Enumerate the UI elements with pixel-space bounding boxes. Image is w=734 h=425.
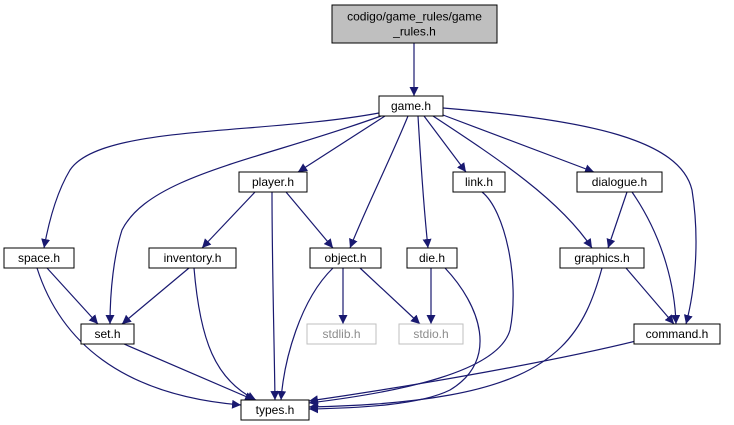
- edge-game-to-command: [442, 107, 697, 325]
- node-label: space.h: [18, 251, 60, 265]
- edge-game-to-player: [297, 115, 386, 173]
- node-label: _rules.h: [392, 25, 436, 39]
- edge-inventory-to-types: [193, 267, 257, 401]
- node-box: [559, 247, 645, 269]
- node-label: command.h: [646, 327, 709, 341]
- node-label: inventory.h: [164, 251, 222, 265]
- node-command[interactable]: command.h: [633, 323, 721, 345]
- edge-dialogue-to-command: [631, 191, 681, 325]
- node-box: [576, 171, 663, 193]
- node-types[interactable]: types.h: [240, 399, 310, 421]
- node-label: die.h: [419, 251, 445, 265]
- node-space[interactable]: space.h: [3, 247, 75, 269]
- node-box: [240, 399, 310, 421]
- node-box: [633, 323, 721, 345]
- edge-command-to-types: [308, 339, 641, 405]
- node-box: [3, 247, 75, 269]
- edge-game-to-die: [417, 115, 432, 249]
- node-label: dialogue.h: [592, 175, 647, 189]
- node-player[interactable]: player.h: [238, 171, 308, 193]
- edge-game-to-space: [41, 112, 380, 249]
- edge-object-to-stdio: [359, 267, 421, 325]
- edge-object-to-types: [277, 267, 334, 401]
- edge-die-to-types: [308, 267, 481, 414]
- node-set[interactable]: set.h: [80, 323, 135, 345]
- edge-player-to-types: [270, 191, 280, 401]
- node-box: [331, 4, 498, 44]
- node-label: link.h: [465, 175, 493, 189]
- edge-game-to-link: [423, 115, 467, 173]
- edge-space-to-set: [46, 267, 99, 325]
- node-game[interactable]: game.h: [378, 95, 444, 117]
- node-label: set.h: [94, 327, 120, 341]
- node-link[interactable]: link.h: [452, 171, 506, 193]
- node-die[interactable]: die.h: [406, 247, 458, 269]
- edge-inventory-to-set: [121, 267, 190, 325]
- node-label: stdio.h: [413, 327, 448, 341]
- edge-game-to-object: [349, 115, 409, 249]
- edge-player-to-object: [285, 191, 334, 249]
- node-stdlib[interactable]: stdlib.h: [306, 323, 377, 345]
- node-root[interactable]: codigo/game_rules/game_rules.h: [331, 4, 498, 44]
- edge-graphics-to-types: [308, 267, 603, 412]
- node-box: [148, 247, 237, 269]
- node-label: game.h: [391, 99, 431, 113]
- node-object[interactable]: object.h: [309, 247, 382, 269]
- edge-game-to-graphics: [432, 115, 593, 249]
- edge-space-to-types: [36, 267, 242, 409]
- nodes-layer: codigo/game_rules/game_rules.h game.h play…: [3, 4, 721, 421]
- edge-link-to-types: [308, 191, 514, 407]
- node-label: stdlib.h: [322, 327, 360, 341]
- edges-layer: [36, 43, 697, 414]
- node-box: [309, 247, 382, 269]
- node-label: types.h: [256, 403, 295, 417]
- edge-set-to-types: [123, 343, 255, 401]
- edge-game-to-set: [105, 115, 382, 325]
- node-label: graphics.h: [574, 251, 629, 265]
- edge-graphics-to-command: [625, 267, 675, 325]
- node-box: [378, 95, 444, 117]
- edge-dialogue-to-graphics: [606, 191, 628, 249]
- node-box: [238, 171, 308, 193]
- edge-player-to-inventory: [201, 191, 256, 249]
- node-box: [406, 247, 458, 269]
- node-dialogue[interactable]: dialogue.h: [576, 171, 663, 193]
- node-stdio[interactable]: stdio.h: [398, 323, 464, 345]
- node-inventory[interactable]: inventory.h: [148, 247, 237, 269]
- node-label: object.h: [324, 251, 366, 265]
- node-label: codigo/game_rules/game: [347, 10, 482, 24]
- node-box: [398, 323, 464, 345]
- node-box: [80, 323, 135, 345]
- node-graphics[interactable]: graphics.h: [559, 247, 645, 269]
- node-box: [452, 171, 506, 193]
- node-box: [306, 323, 377, 345]
- edge-game-to-dialogue: [442, 114, 595, 174]
- node-label: player.h: [252, 175, 294, 189]
